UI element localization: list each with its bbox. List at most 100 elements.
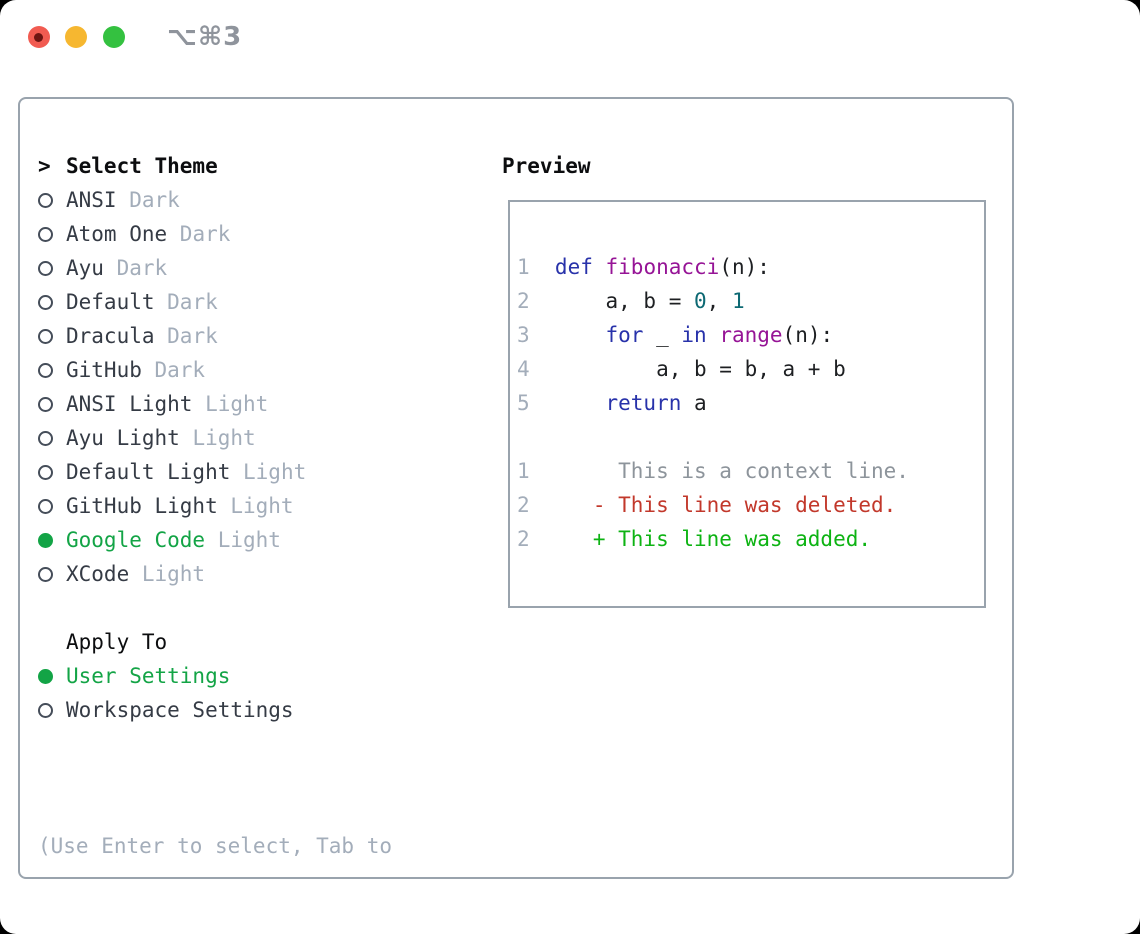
minimize-button[interactable]	[65, 26, 87, 48]
theme-option-default[interactable]: Default Dark	[38, 285, 488, 319]
theme-option-ansi[interactable]: ANSI Dark	[38, 183, 488, 217]
line-number: 2	[517, 493, 530, 517]
code-token: _	[643, 323, 682, 347]
diff-line-context: 1 This is a context line.	[517, 454, 976, 488]
theme-variant: Light	[217, 528, 281, 552]
code-token: a	[681, 391, 707, 415]
code-token: in	[681, 323, 707, 347]
code-token: (n):	[782, 323, 834, 347]
line-number: 2	[517, 289, 530, 313]
code-token	[707, 323, 720, 347]
code-token: fibonacci	[605, 255, 720, 279]
theme-name: Google Code	[66, 528, 206, 552]
radio-icon	[38, 362, 66, 378]
close-button[interactable]	[28, 26, 50, 48]
theme-variant: Dark	[154, 358, 206, 382]
theme-option-default-light[interactable]: Default Light Light	[38, 455, 488, 489]
radio-icon	[38, 396, 66, 412]
radio-icon	[38, 192, 66, 208]
theme-option-atom-one[interactable]: Atom One Dark	[38, 217, 488, 251]
focus-cursor-icon: >	[38, 154, 51, 178]
diff-preview: 1 This is a context line.2 - This line w…	[517, 454, 976, 556]
apply-option-label: Workspace Settings	[66, 698, 294, 722]
theme-variant: Light	[141, 562, 206, 586]
code-token	[593, 255, 606, 279]
radio-selected-icon	[38, 532, 66, 548]
help-text: (Use Enter to select, Tab to change focu…	[38, 761, 488, 934]
radio-icon	[38, 430, 66, 446]
theme-variant: Light	[230, 494, 294, 518]
theme-name: Ayu Light	[66, 426, 180, 450]
code-token: (n):	[719, 255, 770, 279]
diff-line-added: 2 + This line was added.	[517, 522, 976, 556]
code-token: a, b =	[554, 289, 694, 313]
diff-line-deleted: 2 - This line was deleted.	[517, 488, 976, 522]
code-token: 0	[694, 289, 707, 313]
radio-icon	[38, 294, 66, 310]
line-number: 2	[517, 527, 530, 551]
recording-dot-icon	[33, 32, 43, 42]
radio-icon	[38, 464, 66, 480]
radio-selected-icon	[38, 668, 66, 684]
theme-variant: Light	[243, 460, 307, 484]
theme-name: Dracula	[66, 324, 155, 348]
radio-icon	[38, 702, 66, 718]
code-line: 4 a, b = b, a + b	[517, 352, 976, 386]
line-number: 1	[517, 459, 530, 483]
theme-option-ansi-light[interactable]: ANSI Light Light	[38, 387, 488, 421]
window-titlebar: ⌥⌘3	[0, 0, 1140, 80]
code-token	[555, 323, 606, 347]
apply-option-user-settings[interactable]: User Settings	[38, 659, 488, 693]
select-theme-heading: > Select Theme	[38, 149, 488, 183]
theme-variant: Dark	[116, 256, 168, 280]
radio-icon	[38, 566, 66, 582]
theme-name: ANSI Light	[66, 392, 193, 416]
theme-option-github[interactable]: GitHub Dark	[38, 353, 488, 387]
code-token: 1	[731, 289, 745, 313]
theme-option-xcode[interactable]: XCode Light	[38, 557, 488, 591]
zoom-button[interactable]	[103, 26, 125, 48]
radio-icon	[38, 260, 66, 276]
line-number: 1	[517, 255, 530, 279]
line-number: 5	[517, 391, 530, 415]
spacer	[38, 591, 488, 625]
theme-variant: Dark	[179, 222, 231, 246]
theme-option-github-light[interactable]: GitHub Light Light	[38, 489, 488, 523]
radio-icon	[38, 328, 66, 344]
theme-name: Atom One	[66, 222, 168, 246]
theme-variant: Light	[205, 392, 269, 416]
code-token: range	[719, 323, 783, 347]
apply-option-workspace-settings[interactable]: Workspace Settings	[38, 693, 488, 727]
theme-variant: Dark	[167, 290, 218, 314]
apply-to-title: Apply To	[66, 630, 168, 654]
theme-name: Default Light	[66, 460, 231, 484]
apply-option-label: User Settings	[66, 664, 231, 688]
theme-option-google-code[interactable]: Google Code Light	[38, 523, 488, 557]
theme-name: ANSI	[66, 188, 117, 212]
select-theme-title: Select Theme	[66, 154, 218, 178]
apply-to-heading: Apply To	[38, 625, 488, 659]
theme-variant: Light	[192, 426, 256, 450]
spacer	[38, 727, 488, 761]
code-line: 5 return a	[517, 386, 976, 420]
theme-variant: Dark	[129, 188, 180, 212]
theme-name: GitHub	[66, 358, 142, 382]
code-token: return	[605, 391, 682, 415]
theme-name: XCode	[66, 562, 130, 586]
code-line: 2 a, b = 0, 1	[517, 284, 976, 318]
theme-name: GitHub Light	[66, 494, 218, 518]
theme-option-ayu-light[interactable]: Ayu Light Light	[38, 421, 488, 455]
theme-name: Default	[66, 290, 155, 314]
line-number: 3	[517, 323, 530, 347]
help-line-1: (Use Enter to select, Tab to	[38, 834, 393, 858]
window-shortcut-label: ⌥⌘3	[167, 22, 243, 52]
